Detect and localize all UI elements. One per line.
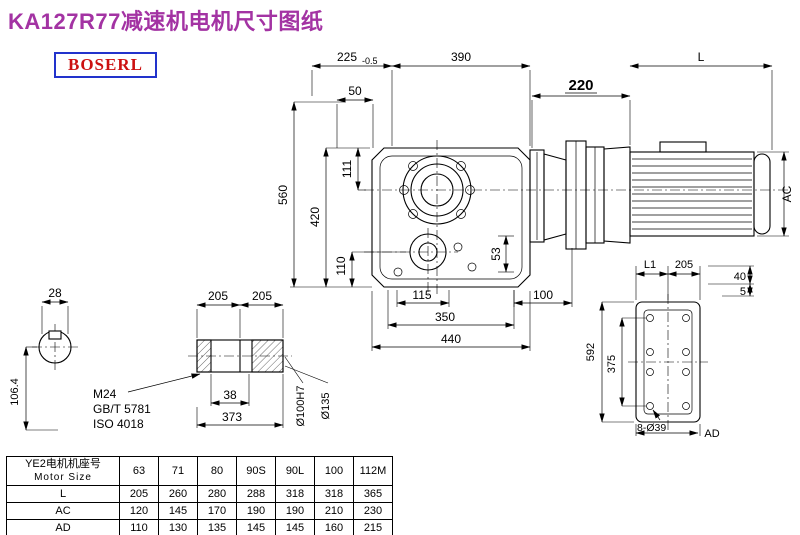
col-header-71: 71: [158, 456, 198, 486]
table-cell: 318: [275, 485, 315, 503]
dim-110: 110: [334, 256, 348, 275]
dim-106-4: 106.4: [9, 378, 21, 406]
table-cell: 160: [314, 519, 354, 535]
mounting-flange-view: [635, 301, 701, 423]
page-title: KA127R77减速机电机尺寸图纸: [8, 9, 324, 34]
table-cell: 145: [236, 519, 276, 535]
col-header-90l: 90L: [275, 456, 315, 486]
dim-560: 560: [276, 185, 290, 205]
dim-220: 220: [568, 77, 593, 94]
dim-AD: AD: [704, 428, 719, 440]
dimension-labels: 225 -0.5 390 50 220 L 560 420 111 110 53…: [9, 50, 794, 440]
col-header-63: 63: [119, 456, 159, 486]
table-cell: 260: [158, 485, 198, 503]
motor-fins: [632, 158, 752, 230]
table-cell: 288: [236, 485, 276, 503]
dim-390: 390: [451, 50, 471, 64]
table-cell: 280: [197, 485, 237, 503]
table-cell: 318: [314, 485, 354, 503]
col-header-112m: 112M: [353, 456, 393, 486]
table-cell: 210: [314, 502, 354, 520]
dim-350: 350: [435, 310, 455, 324]
dim-5: 5: [740, 286, 746, 298]
dim-373: 373: [222, 410, 242, 424]
table-header-cn: YE2电机机座号: [25, 458, 101, 470]
dim-AC: AC: [780, 185, 794, 202]
table-cell: 365: [353, 485, 393, 503]
output-shaft-side-view: [196, 339, 284, 373]
boserl-logo: BOSERL: [54, 52, 157, 78]
row-label-AC: AC: [6, 502, 120, 520]
dim-205-a: 205: [208, 289, 228, 303]
table-cell: 110: [119, 519, 159, 535]
dim-592: 592: [585, 343, 597, 361]
table-header-motor-size: YE2电机机座号 Motor Size: [6, 456, 120, 486]
dim-38: 38: [223, 388, 237, 402]
label-gbt5781: GB/T 5781: [93, 402, 151, 416]
dim-115: 115: [412, 288, 431, 302]
dim-225-tolerance: -0.5: [362, 56, 378, 66]
table-cell: 190: [236, 502, 276, 520]
dim-28: 28: [48, 286, 62, 300]
shaft-end-view: [38, 330, 72, 364]
dim-100: 100: [533, 288, 553, 302]
table-row-L: L 205 260 280 288 318 318 365: [6, 485, 393, 503]
dimension-lines: [23, 63, 789, 436]
row-label-AD: AD: [6, 519, 120, 535]
table-header-en: Motor Size: [34, 472, 92, 483]
label-iso4018: ISO 4018: [93, 417, 144, 431]
table-row-AC: AC 120 145 170 190 190 210 230: [6, 502, 393, 520]
table-cell: 135: [197, 519, 237, 535]
dim-dia100h7: Ø100H7: [295, 386, 307, 427]
table-cell: 230: [353, 502, 393, 520]
technical-drawing: 225 -0.5 390 50 220 L 560 420 111 110 53…: [9, 50, 794, 440]
dim-225: 225: [337, 50, 357, 64]
table-cell: 215: [353, 519, 393, 535]
dim-205-b: 205: [252, 289, 272, 303]
dim-205-c: 205: [675, 259, 693, 271]
dim-40: 40: [734, 271, 746, 283]
table-cell: 145: [275, 519, 315, 535]
table-cell: 145: [158, 502, 198, 520]
dim-111: 111: [340, 160, 354, 179]
gearbox-front-view: [371, 147, 531, 288]
dim-53: 53: [489, 247, 503, 261]
table-cell: 120: [119, 502, 159, 520]
dim-375: 375: [606, 355, 618, 373]
dim-8-dia39: 8-Ø39: [637, 422, 666, 434]
dim-440: 440: [441, 332, 461, 346]
table-cell: 170: [197, 502, 237, 520]
table-row-AD: AD 110 130 135 145 145 160 215: [6, 519, 393, 535]
col-header-80: 80: [197, 456, 237, 486]
table-cell: 190: [275, 502, 315, 520]
dim-dia135: Ø135: [320, 393, 332, 420]
dim-L1: L1: [644, 259, 656, 271]
table-cell: 205: [119, 485, 159, 503]
motor-size-table: YE2电机机座号 Motor Size 63 71 80 90S 90L 100…: [6, 456, 393, 535]
motor-side-view: [529, 140, 771, 250]
col-header-100: 100: [314, 456, 354, 486]
table-cell: 130: [158, 519, 198, 535]
dim-L: L: [698, 50, 705, 64]
dim-420: 420: [308, 207, 322, 227]
row-label-L: L: [6, 485, 120, 503]
col-header-90s: 90S: [236, 456, 276, 486]
centerlines: [32, 140, 790, 430]
dim-50: 50: [348, 84, 362, 98]
label-m24: M24: [93, 387, 117, 401]
